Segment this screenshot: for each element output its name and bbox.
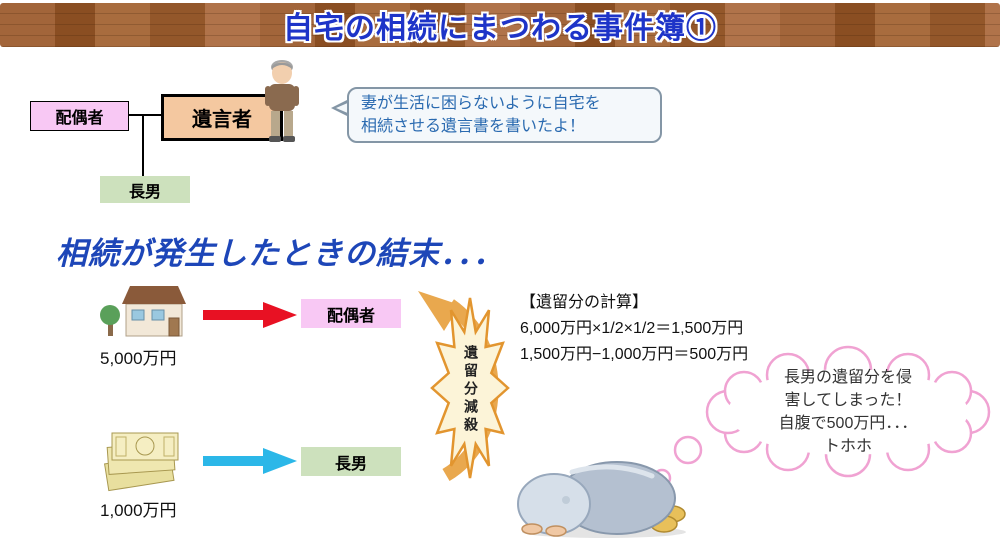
family-spouse-box: 配偶者 [30,101,129,131]
thought-line-1: 長男の遺留分を侵 [783,369,912,386]
family-testator-label: 遺言者 [192,109,252,131]
house-icon [100,286,186,337]
old-man-icon [265,60,299,142]
family-son-box: 長男 [100,176,190,203]
speech-line-2: 相続させる遺言書を書いたよ！ [361,118,586,135]
spouse-result-label: 配偶者 [326,307,375,325]
section-title: 相続が発生したときの結末．．． [56,236,505,272]
thought-cloud-icon [705,345,991,478]
starburst-label: 遺留分減殺 [463,345,479,435]
family-spouse-label: 配偶者 [55,110,104,127]
thought-line-2: 害してしまった！ [784,392,912,409]
calculation-line-2: 1,500万円−1,000万円＝500万円 [520,346,749,363]
spouse-result-box: 配偶者 [301,299,401,328]
money-icon [104,432,179,492]
red-arrow-icon [203,302,297,328]
header-banner: 自宅の相続にまつわる事件簿① [0,3,1000,47]
thought-line-4: トホホ [823,438,872,455]
family-testator-box: 遺言者 [161,94,283,141]
calculation-heading: 【遺留分の計算】 [520,294,649,311]
money-value: 1,000万円 [100,501,177,520]
calculation-line-1: 6,000万円×1/2×1/2＝1,500万円 [520,320,744,337]
bowing-person-icon [517,461,686,538]
page-title: 自宅の相続にまつわる事件簿① [283,12,717,45]
tree-connector-vertical [142,116,144,176]
speech-bubble-tail-fill [336,102,350,114]
calculation-block: 【遺留分の計算】 6,000万円×1/2×1/2＝1,500万円 1,500万円… [520,290,748,368]
son-result-box: 長男 [301,447,401,476]
family-son-label: 長男 [128,183,161,201]
cyan-arrow-icon [203,448,297,474]
house-value: 5,000万円 [100,349,177,368]
thought-line-3: 自腹で500万円．．． [778,415,918,432]
starburst-icon [430,297,510,479]
thought-text: 長男の遺留分を侵 害してしまった！ 自腹で500万円．．． トホホ [722,366,974,458]
speech-bubble: 妻が生活に困らないように自宅を 相続させる遺言書を書いたよ！ [347,87,662,143]
tree-connector-horizontal [128,114,161,116]
son-result-label: 長男 [334,455,367,473]
speech-line-1: 妻が生活に困らないように自宅を [361,95,601,112]
